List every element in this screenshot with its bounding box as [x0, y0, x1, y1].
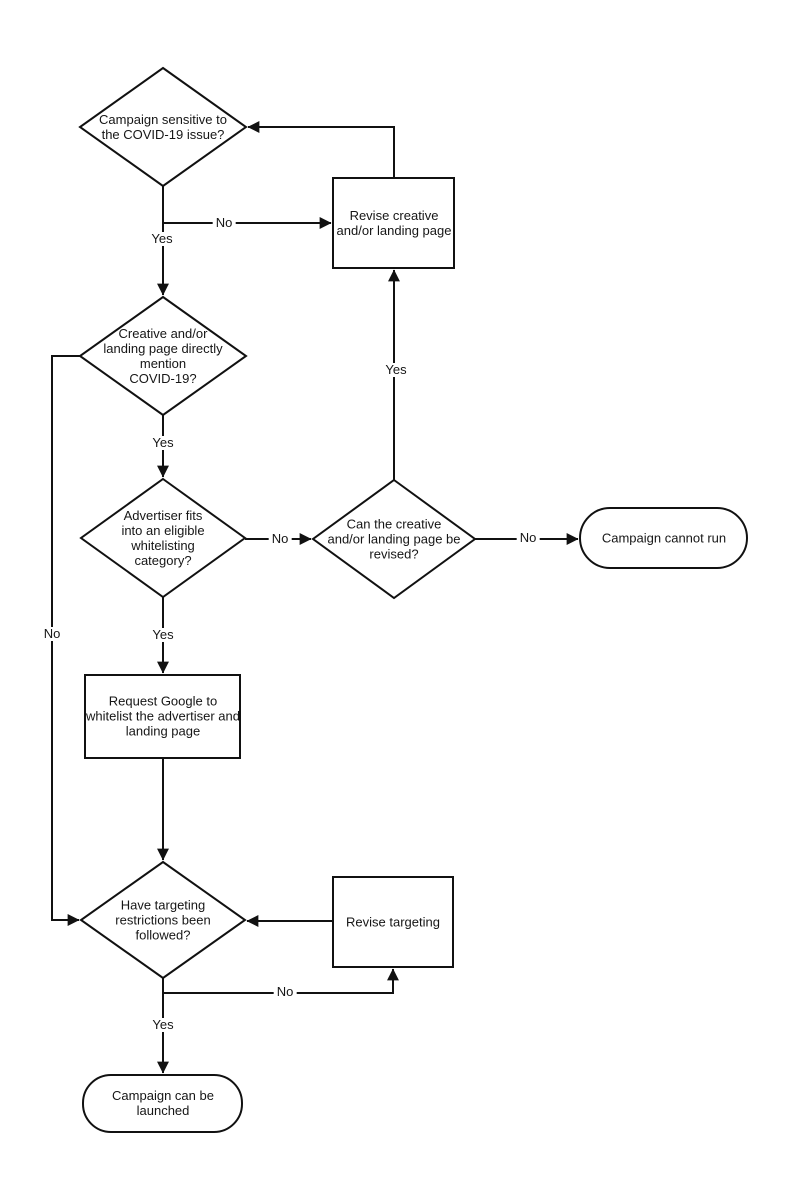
process-revise-creative-shape [332, 177, 455, 269]
decision-mention-covid-shape [78, 295, 248, 417]
decision-targeting-followed-shape [79, 860, 247, 980]
decision-can-be-revised-shape [311, 478, 477, 600]
decision-campaign-sensitive-shape [78, 66, 248, 188]
terminator-cannot-run-shape [579, 507, 748, 569]
decision-can-be-revised-label: Can the creative and/or landing page be … [327, 516, 461, 562]
edge-label-revised-yes: Yes [382, 363, 410, 377]
edge-revise-creative-loop [247, 121, 395, 178]
edge-label-targeting-yes: Yes [149, 1018, 177, 1032]
edge-label-sensitive-no: No [212, 216, 236, 230]
terminator-cannot-run-label: Campaign cannot run [601, 530, 727, 546]
edge-label-mention-yes: Yes [149, 436, 177, 450]
edge-label-category-yes: Yes [149, 628, 177, 642]
decision-whitelisting-category-shape [79, 477, 247, 599]
edge-targeting-no [163, 968, 399, 994]
terminator-can-launch-label: Campaign can be launched [112, 1088, 214, 1118]
process-request-whitelist-label: Request Google to whitelist the advertis… [86, 693, 240, 739]
edge-label-mention-no: No [40, 627, 64, 641]
decision-whitelisting-category-label: Advertiser fits into an eligible whiteli… [121, 508, 205, 568]
process-revise-targeting-shape [332, 876, 454, 968]
decision-targeting-followed-label: Have targeting restrictions been followe… [115, 897, 211, 943]
process-revise-targeting-label: Revise targeting [346, 914, 440, 930]
decision-campaign-sensitive-label: Campaign sensitive to the COVID-19 issue… [99, 112, 227, 142]
decision-mention-covid-label: Creative and/or landing page directly me… [103, 326, 223, 386]
edge-label-targeting-no: No [273, 985, 297, 999]
terminator-can-launch-shape [82, 1074, 243, 1133]
edge-label-sensitive-yes: Yes [148, 232, 176, 246]
edge-label-revised-no: No [516, 531, 540, 545]
process-revise-creative-label: Revise creative and/or landing page [336, 208, 452, 238]
edge-label-category-no: No [268, 532, 292, 546]
process-request-whitelist-shape [84, 674, 241, 759]
